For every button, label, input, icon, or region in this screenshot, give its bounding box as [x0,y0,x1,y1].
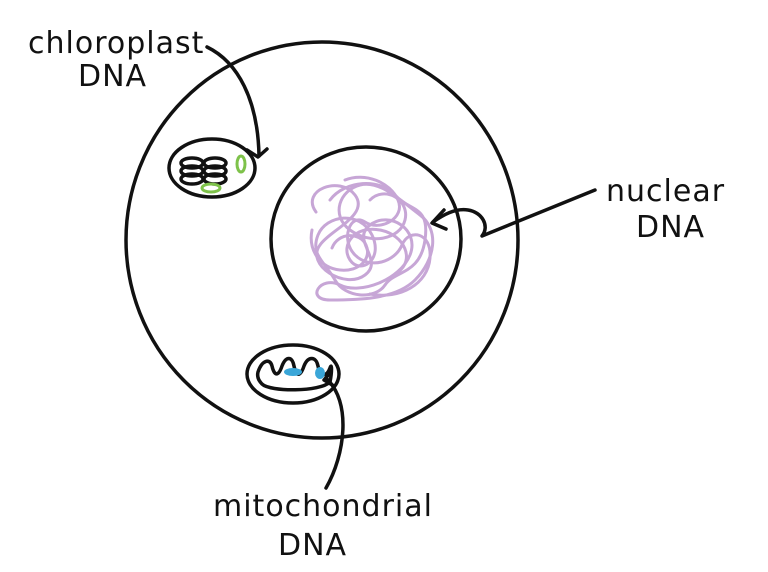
mitochondrial-dna-arrow [322,370,345,490]
nuclear-label-line2: DNA [636,210,705,245]
nuclear-dna [309,175,435,302]
nuclear-label-line1: nuclear [606,174,725,209]
nuclear-dna-arrow [430,188,597,238]
chloroplast-dna-circle [200,182,222,194]
mitochondrion-cristae [255,356,334,392]
thylakoid-stacks [179,156,228,186]
chloroplast-dna-arrow [205,45,269,159]
chloroplast-label-line2: DNA [78,59,147,94]
mitochondrial-dna-circle [284,368,302,376]
mitochondrion-outer-membrane [245,343,341,405]
chloroplast-dna-circle [235,154,247,174]
nucleus [269,145,463,333]
mitochondrion [245,343,341,405]
cell-membrane [124,40,520,440]
chloroplast-membrane [167,137,257,199]
mitochondrial-label-line1: mitochondrial [213,489,433,524]
chloroplast-label-line1: chloroplast [28,26,204,61]
mitochondrial-dna-circle [315,367,325,379]
mitochondrial-label-line2: DNA [278,528,347,563]
chloroplast [167,137,257,199]
